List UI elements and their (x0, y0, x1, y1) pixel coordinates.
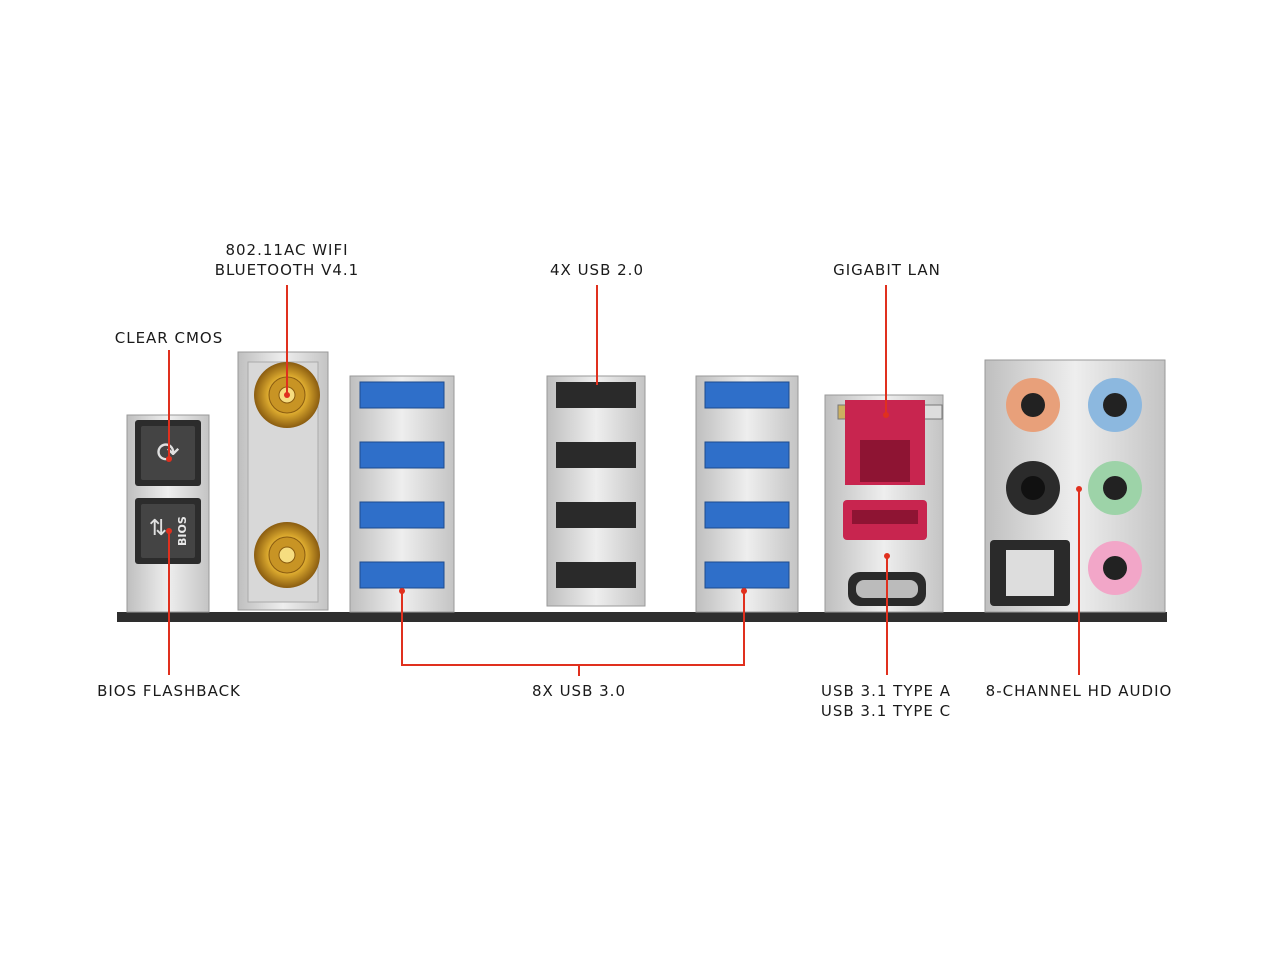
leader-dot-lan (883, 412, 889, 418)
label-usb31-line1: USB 3.1 TYPE A (820, 682, 952, 700)
leader-usb30-center (578, 664, 580, 676)
leader-wifi (286, 285, 288, 395)
audio-module (984, 359, 1166, 613)
label-usb20: 4X USB 2.0 (549, 261, 644, 279)
leader-usb20 (596, 285, 598, 385)
label-wifi-line1: 802.11AC WIFI (225, 241, 349, 259)
leader-clear-cmos (168, 350, 170, 460)
leader-usb30-left (401, 590, 403, 665)
label-bios-flashback: BIOS FLASHBACK (97, 682, 241, 700)
usb3-stack-left (349, 375, 455, 613)
leader-dot-audio (1076, 486, 1082, 492)
sync-icon: ⇅ (148, 516, 168, 541)
leader-dot-usb30-left (399, 588, 405, 594)
leader-lan (885, 285, 887, 415)
leader-usb30-right (743, 590, 745, 665)
usb3-stack-right (695, 375, 799, 613)
label-usb30: 8X USB 3.0 (531, 682, 626, 700)
leader-usb30-bar (401, 664, 745, 666)
label-usb31: USB 3.1 TYPE A USB 3.1 TYPE C (786, 681, 986, 721)
label-wifi: 802.11AC WIFI BLUETOOTH V4.1 (187, 240, 387, 280)
board-strip (117, 612, 1167, 622)
label-usb31-line2: USB 3.1 TYPE C (820, 702, 952, 720)
leader-dot-usb31 (884, 553, 890, 559)
lan-usb31-module (824, 394, 944, 613)
leader-dot-bios (166, 528, 172, 534)
leader-usb31 (886, 555, 888, 675)
label-lan: GIGABIT LAN (833, 261, 941, 279)
bios-button-text: BIOS (176, 516, 189, 546)
usb2-stack (546, 375, 646, 607)
wifi-module (237, 351, 329, 611)
leader-dot-wifi (284, 392, 290, 398)
label-wifi-line2: BLUETOOTH V4.1 (214, 261, 360, 279)
leader-audio (1078, 488, 1080, 675)
leader-dot-usb30-right (741, 588, 747, 594)
leader-bios-flashback (168, 530, 170, 675)
leader-dot-clear-cmos (166, 456, 172, 462)
label-audio: 8-CHANNEL HD AUDIO (985, 682, 1173, 700)
label-clear-cmos: CLEAR CMOS (114, 329, 224, 347)
